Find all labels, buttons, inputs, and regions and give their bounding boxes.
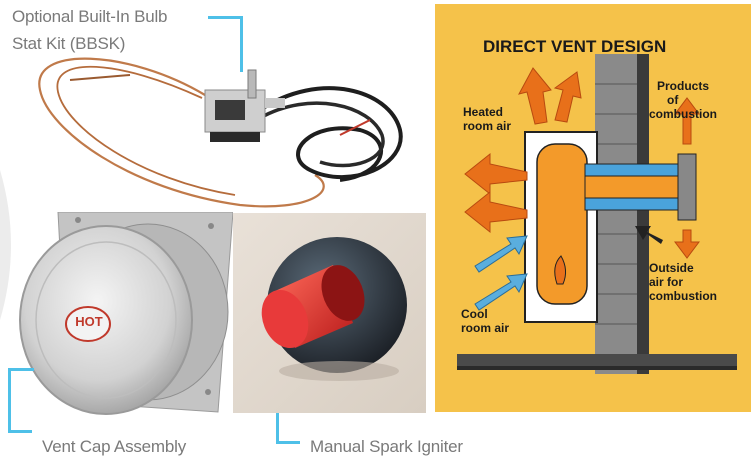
- combustion-chamber: [536, 143, 588, 305]
- heated-air-arrows: [464, 67, 582, 234]
- label-heated-line2: room air: [463, 119, 511, 133]
- label-outside-line1: Outside: [649, 261, 694, 275]
- bbsk-leader-vertical: [240, 16, 243, 72]
- igniter-leader-horizontal: [276, 441, 300, 444]
- products-arrow: [674, 97, 700, 259]
- background-sweep: [0, 170, 11, 320]
- vent-cap-leader-top: [8, 368, 34, 371]
- wall: [595, 54, 637, 374]
- vent-terminal: [677, 153, 697, 221]
- hot-badge: HOT: [75, 314, 103, 329]
- bbsk-caption-line2: Stat Kit (BBSK): [12, 34, 126, 53]
- cool-air-arrows: [474, 235, 528, 311]
- wall-siding: [637, 54, 649, 374]
- igniter-leader-vertical: [276, 413, 279, 443]
- diagram-title: DIRECT VENT DESIGN: [483, 37, 666, 56]
- label-products-line1: Products: [657, 79, 709, 93]
- direct-vent-diagram: DIRECT VENT DESIGN Heated room air Produ…: [435, 4, 751, 412]
- label-products-line2: of: [667, 93, 679, 107]
- bbsk-photo: [10, 40, 430, 215]
- vent-cap-leader-vertical: [8, 368, 11, 432]
- bbsk-caption-line1: Optional Built-In Bulb: [12, 7, 168, 26]
- outside-air-arrow: [635, 226, 663, 244]
- label-cool-line1: Cool: [461, 307, 488, 321]
- vent-cap-photo: [18, 211, 234, 427]
- label-outside-line2: air for: [649, 275, 683, 289]
- label-products-line3: combustion: [649, 107, 717, 121]
- bbsk-leader-horizontal: [208, 16, 242, 19]
- label-heated-line1: Heated: [463, 105, 503, 119]
- vent-cap-leader-bottom: [8, 430, 32, 433]
- vent-cap-caption: Vent Cap Assembly: [42, 437, 187, 456]
- label-outside-line3: combustion: [649, 289, 717, 303]
- exhaust-pipe: [584, 175, 681, 199]
- igniter-photo: [233, 213, 426, 413]
- label-cool-line2: room air: [461, 321, 509, 335]
- igniter-caption: Manual Spark Igniter: [310, 437, 463, 456]
